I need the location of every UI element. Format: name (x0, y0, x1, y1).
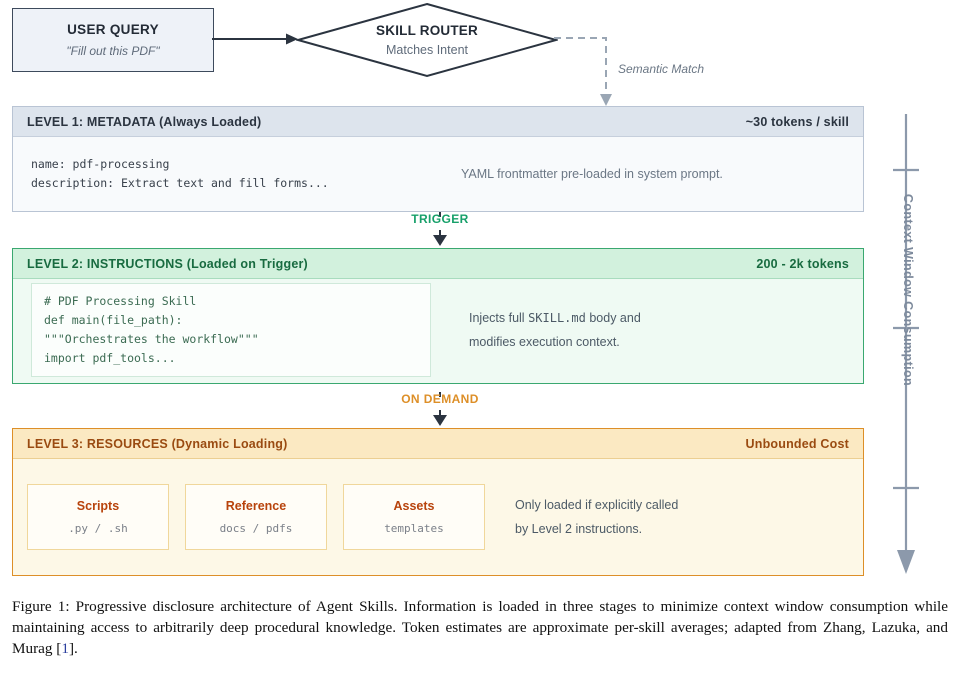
resource-card-assets[interactable]: Assets templates (343, 484, 485, 550)
level-1-body: name: pdf-processing description: Extrac… (13, 137, 863, 211)
level-1-panel[interactable]: LEVEL 1: METADATA (Always Loaded) ~30 to… (12, 106, 864, 212)
level-3-panel[interactable]: LEVEL 3: RESOURCES (Dynamic Loading) Unb… (12, 428, 864, 576)
figure-caption: Figure 1: Progressive disclosure archite… (12, 596, 948, 659)
diamond-shape-icon (296, 2, 558, 78)
level-2-panel[interactable]: LEVEL 2: INSTRUCTIONS (Loaded on Trigger… (12, 248, 864, 384)
note-line: Only loaded if explicitly called (515, 498, 679, 512)
level-2-code-block: # PDF Processing Skill def main(file_pat… (31, 283, 431, 377)
flow-header-row: USER QUERY "Fill out this PDF" SKILL ROU… (0, 0, 960, 106)
note-line: Injects full SKILL.md body and (469, 306, 641, 330)
user-query-title: USER QUERY (67, 22, 159, 37)
level-3-cost-badge: Unbounded Cost (745, 436, 849, 451)
semantic-match-connector (554, 37, 612, 106)
on-demand-connector: ON DEMAND (380, 392, 500, 428)
note-suffix: body and (585, 311, 641, 325)
skill-router-node[interactable]: SKILL ROUTER Matches Intent (296, 2, 558, 78)
semantic-match-label: Semantic Match (618, 62, 705, 76)
resource-card-scripts[interactable]: Scripts .py / .sh (27, 484, 169, 550)
trigger-arrow-icon (433, 212, 447, 246)
level-3-header: LEVEL 3: RESOURCES (Dynamic Loading) Unb… (13, 429, 863, 459)
level-3-note: Only loaded if explicitly called by Leve… (515, 493, 678, 541)
note-line: YAML frontmatter pre-loaded in system pr… (461, 166, 723, 181)
on-demand-label: ON DEMAND (401, 392, 479, 406)
skill-router-title: SKILL ROUTER (376, 23, 478, 38)
resource-card-subtitle: templates (384, 522, 444, 535)
note-prefix: Injects full (469, 311, 529, 325)
level-1-cost-badge: ~30 tokens / skill (745, 114, 849, 129)
level-2-cost-badge: 200 - 2k tokens (756, 256, 849, 271)
code-line: def main(file_path): (44, 313, 183, 327)
resource-card-title: Reference (225, 499, 287, 513)
level-1-note: YAML frontmatter pre-loaded in system pr… (461, 165, 723, 184)
code-line: description: Extract text and fill forms… (31, 176, 329, 190)
level-1-code-block: name: pdf-processing description: Extrac… (31, 155, 461, 193)
context-window-axis-label: Context Window Consumption (901, 193, 915, 387)
user-query-subtitle: "Fill out this PDF" (66, 44, 160, 58)
level-2-note: Injects full SKILL.md body and modifies … (469, 306, 641, 354)
level-2-body: # PDF Processing Skill def main(file_pat… (13, 279, 863, 381)
code-line: name: pdf-processing (31, 157, 170, 171)
skill-router-subtitle: Matches Intent (386, 43, 468, 57)
level-2-header: LEVEL 2: INSTRUCTIONS (Loaded on Trigger… (13, 249, 863, 279)
level-1-header: LEVEL 1: METADATA (Always Loaded) ~30 to… (13, 107, 863, 137)
code-line: """Orchestrates the workflow""" (44, 332, 259, 346)
caption-text: Figure 1: Progressive disclosure archite… (12, 598, 948, 657)
level-1-title: LEVEL 1: METADATA (Always Loaded) (27, 114, 262, 129)
resource-card-title: Assets (393, 499, 435, 513)
resource-card-subtitle: docs / pdfs (219, 522, 293, 535)
resource-card-subtitle: .py / .sh (68, 522, 128, 535)
code-line: # PDF Processing Skill (44, 294, 197, 308)
level-3-title: LEVEL 3: RESOURCES (Dynamic Loading) (27, 436, 288, 451)
caption-text-end: ]. (68, 640, 78, 657)
context-window-axis (893, 114, 919, 574)
level-2-title: LEVEL 2: INSTRUCTIONS (Loaded on Trigger… (27, 256, 308, 271)
code-line: import pdf_tools... (44, 351, 176, 365)
citation-link[interactable]: 1 (61, 640, 69, 657)
resource-card-title: Scripts (76, 499, 120, 513)
trigger-label: TRIGGER (411, 212, 469, 226)
note-line: modifies execution context. (469, 335, 620, 349)
arrow-query-to-router (212, 33, 298, 45)
user-query-node[interactable]: USER QUERY "Fill out this PDF" (12, 8, 214, 72)
trigger-connector: TRIGGER (380, 212, 500, 248)
note-line: by Level 2 instructions. (515, 522, 643, 536)
note-mono-token: SKILL.md (528, 311, 586, 325)
level-3-body: Scripts .py / .sh Reference docs / pdfs … (13, 459, 863, 575)
on-demand-arrow-icon (433, 392, 447, 426)
resource-card-reference[interactable]: Reference docs / pdfs (185, 484, 327, 550)
